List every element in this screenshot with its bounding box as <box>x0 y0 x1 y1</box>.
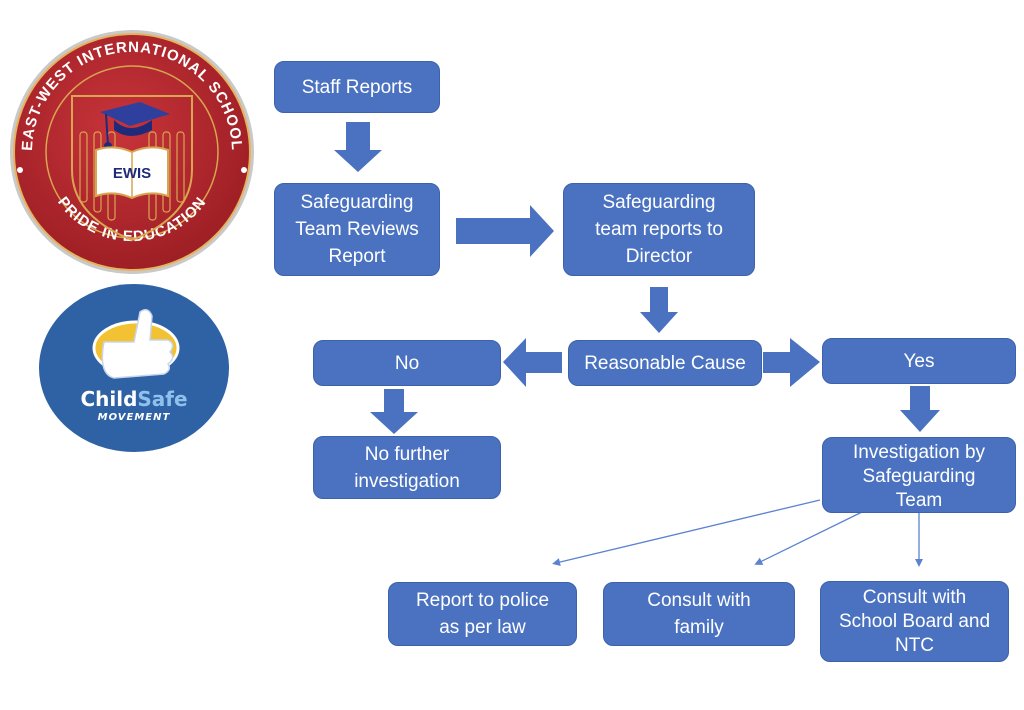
arrow-no-to-nofurther <box>370 389 418 434</box>
node-investigation: Investigation by Safeguarding Team <box>822 437 1016 513</box>
svg-text:ChildSafe: ChildSafe <box>80 387 187 411</box>
node-team-reviews: Safeguarding Team Reviews Report <box>274 183 440 276</box>
node-no: No <box>313 340 501 386</box>
thumbs-up-icon <box>92 309 180 379</box>
arrow-reviews-to-director <box>456 205 554 257</box>
childsafe-logo: ChildSafe MOVEMENT <box>39 284 229 452</box>
book-icon: EWIS <box>95 146 169 200</box>
node-report-to-police: Report to police as per law <box>388 582 577 646</box>
arrow-staff-to-reviews <box>334 122 382 172</box>
arrow-yes-to-investigation <box>900 386 940 432</box>
node-consult-board: Consult with School Board and NTC <box>820 581 1009 662</box>
school-logo: EAST-WEST INTERNATIONAL SCHOOL PRIDE IN … <box>10 30 254 274</box>
school-book-text: EWIS <box>113 165 151 182</box>
arrow-director-to-cause <box>640 287 678 333</box>
arrow-cause-to-yes <box>763 338 820 387</box>
node-no-further-investigation: No further investigation <box>313 436 501 499</box>
arrow-cause-to-no <box>503 338 562 387</box>
connector-to-family <box>754 511 863 565</box>
childsafe-name-part1: Child <box>80 387 137 411</box>
node-reasonable-cause: Reasonable Cause <box>568 340 762 386</box>
childsafe-subtitle: MOVEMENT <box>98 412 171 423</box>
node-reports-to-director: Safeguarding team reports to Director <box>563 183 755 276</box>
node-yes: Yes <box>822 338 1016 384</box>
node-consult-family: Consult with family <box>603 582 795 646</box>
connector-to-police <box>552 499 821 566</box>
childsafe-name-part2: Safe <box>137 387 187 411</box>
node-staff-reports: Staff Reports <box>274 61 440 113</box>
